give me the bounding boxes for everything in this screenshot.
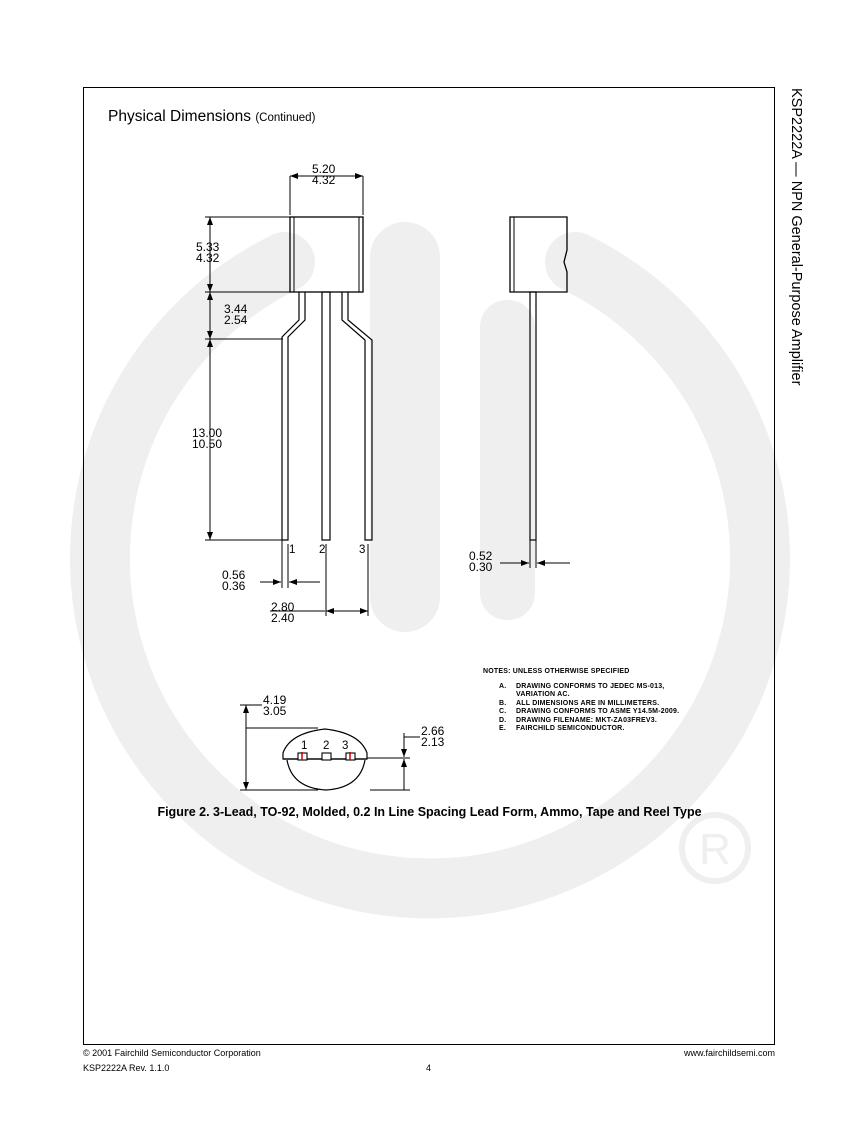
notes-list: A. DRAWING CONFORMS TO JEDEC MS-013, VARI… <box>499 683 679 734</box>
watermark-ring <box>70 232 790 919</box>
dim-max: 0.56 <box>222 568 246 582</box>
dim-lead-width-front: 0.56 0.36 <box>222 568 246 593</box>
front-view-leads <box>281 291 373 541</box>
notes-title: NOTES: UNLESS OTHERWISE SPECIFIED <box>483 668 630 675</box>
footer-revision: KSP2222A Rev. 1.1.0 <box>83 1063 170 1073</box>
note-text: DRAWING FILENAME: MKT-ZA03FREV3. <box>516 716 657 724</box>
side-view-lead <box>529 291 537 541</box>
bottom-pin-label-1: 1 <box>301 740 308 752</box>
dim-body-height: 5.33 4.32 <box>196 240 220 265</box>
dim-lead-bend: 3.44 2.54 <box>224 302 248 327</box>
note-item: B. ALL DIMENSIONS ARE IN MILLIMETERS. <box>499 700 679 709</box>
watermark-bar-left <box>370 222 440 632</box>
pin-label-2: 2 <box>319 544 326 556</box>
dim-min: 4.32 <box>312 173 336 187</box>
side-view-body <box>509 216 568 293</box>
registered-mark-circle <box>679 812 751 884</box>
figure-caption: Figure 2. 3-Lead, TO-92, Molded, 0.2 In … <box>157 805 702 819</box>
footer-website-link[interactable]: www.fairchildsemi.com <box>683 1048 775 1058</box>
note-text: VARIATION AC. <box>516 691 570 698</box>
pin-label-1: 1 <box>289 544 296 556</box>
dim-min: 2.13 <box>421 735 445 749</box>
dim-bottom-height: 4.19 3.05 <box>263 693 287 718</box>
page-frame <box>83 87 775 1045</box>
note-item: D. DRAWING FILENAME: MKT-ZA03FREV3. <box>499 717 679 726</box>
dim-min: 2.54 <box>224 313 248 327</box>
note-key: C. <box>499 708 507 715</box>
watermark-bar-right <box>480 300 535 620</box>
note-text: FAIRCHILD SEMICONDUCTOR. <box>516 725 625 732</box>
dim-max: 4.19 <box>263 693 287 707</box>
note-key <box>499 691 516 700</box>
note-key: D. <box>499 716 507 724</box>
note-item: A. DRAWING CONFORMS TO JEDEC MS-013, <box>499 683 679 692</box>
heading-title: Physical Dimensions <box>108 108 251 125</box>
dim-min: 3.05 <box>263 704 287 718</box>
dim-lead-width-side: 0.52 0.30 <box>469 549 493 574</box>
dim-max: 2.66 <box>421 724 445 738</box>
dim-min: 4.32 <box>196 251 220 265</box>
dim-body-width: 5.20 4.32 <box>312 162 336 187</box>
note-key: E. <box>499 725 507 732</box>
note-text: DRAWING CONFORMS TO ASME Y14.5M-2009. <box>516 708 680 715</box>
bottom-pin-label-3: 3 <box>342 740 349 752</box>
dim-max: 5.33 <box>196 240 220 254</box>
note-key: A. <box>499 682 507 690</box>
note-item: VARIATION AC. <box>499 691 679 700</box>
dim-max: 2.80 <box>271 600 295 614</box>
footer-page-number: 4 <box>426 1063 432 1073</box>
dim-bottom-flat: 2.66 2.13 <box>421 724 445 749</box>
dim-max: 0.52 <box>469 549 493 563</box>
dim-min: 2.40 <box>271 611 295 625</box>
bottom-view <box>240 704 420 791</box>
drawing-notes: NOTES: UNLESS OTHERWISE SPECIFIED A. DRAW… <box>483 668 679 734</box>
dim-max: 5.20 <box>312 162 336 176</box>
dim-max: 13.00 <box>192 426 223 440</box>
heading-subtitle: (Continued) <box>255 112 316 124</box>
dim-min: 10.50 <box>192 437 223 451</box>
dim-max: 3.44 <box>224 302 248 316</box>
bottom-pin-label-2: 2 <box>323 740 330 752</box>
dim-min: 0.36 <box>222 579 246 593</box>
dim-lead-pitch: 2.80 2.40 <box>271 600 295 625</box>
dim-min: 0.30 <box>469 560 493 574</box>
note-key: B. <box>499 699 507 707</box>
dim-lead-length: 13.00 10.50 <box>192 426 223 451</box>
note-text: ALL DIMENSIONS ARE IN MILLIMETERS. <box>516 699 660 707</box>
front-view-body <box>289 216 364 293</box>
footer-copyright: © 2001 Fairchild Semiconductor Corporati… <box>83 1048 261 1058</box>
note-item: C. DRAWING CONFORMS TO ASME Y14.5M-2009. <box>499 708 679 717</box>
pin-label-3: 3 <box>359 544 366 556</box>
side-title: KSP2222A — NPN General-Purpose Amplifier <box>788 88 804 386</box>
note-text: DRAWING CONFORMS TO JEDEC MS-013, <box>516 682 665 690</box>
page-heading: Physical Dimensions (Continued) <box>108 108 315 126</box>
registered-mark-letter: R <box>699 825 731 874</box>
note-item: E. FAIRCHILD SEMICONDUCTOR. <box>499 725 679 734</box>
